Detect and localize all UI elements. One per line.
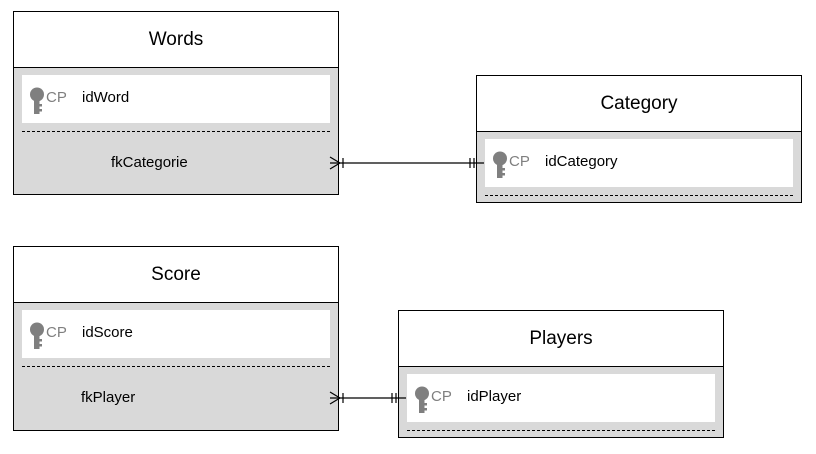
primary-key-tag: CP	[46, 89, 67, 106]
key-icon	[30, 87, 44, 114]
separator	[407, 430, 715, 431]
entity-score-title: Score	[14, 247, 338, 303]
entity-score-pk-row: CP idScore	[22, 310, 330, 358]
entity-category-title: Category	[477, 76, 801, 132]
entity-category-pk-row: CP idCategory	[485, 139, 793, 187]
primary-key-tag: CP	[509, 153, 530, 170]
primary-key-tag: CP	[431, 388, 452, 405]
separator	[485, 195, 793, 196]
entity-words[interactable]: Words CP idWord fkCategorie	[13, 11, 339, 195]
entity-players-title: Players	[399, 311, 723, 367]
crows-foot-upper	[329, 391, 341, 399]
entity-players-pk-row: CP idPlayer	[407, 374, 715, 422]
crows-foot-lower	[329, 162, 341, 170]
entity-words-pk-row: CP idWord	[22, 75, 330, 123]
attribute-fkcategorie: fkCategorie	[111, 154, 188, 171]
entity-players[interactable]: Players CP idPlayer	[398, 310, 724, 438]
primary-key-tag: CP	[46, 324, 67, 341]
crows-foot-lower	[329, 397, 341, 405]
entity-category[interactable]: Category CP idCategory	[476, 75, 802, 203]
relationship-score-players[interactable]	[329, 391, 406, 405]
attribute-idword: idWord	[82, 89, 130, 106]
entity-score[interactable]: Score CP idScore fkPlayer	[13, 246, 339, 431]
entity-words-title: Words	[14, 12, 338, 68]
key-icon	[415, 386, 429, 413]
key-icon	[493, 151, 507, 178]
relationship-words-category[interactable]	[329, 156, 484, 170]
attribute-idcategory: idCategory	[545, 153, 618, 170]
key-icon	[30, 322, 44, 349]
separator	[22, 131, 330, 132]
crows-foot-upper	[329, 156, 341, 164]
separator	[22, 366, 330, 367]
attribute-idplayer: idPlayer	[467, 388, 522, 405]
attribute-idscore: idScore	[82, 324, 133, 341]
attribute-fkplayer: fkPlayer	[81, 389, 136, 406]
